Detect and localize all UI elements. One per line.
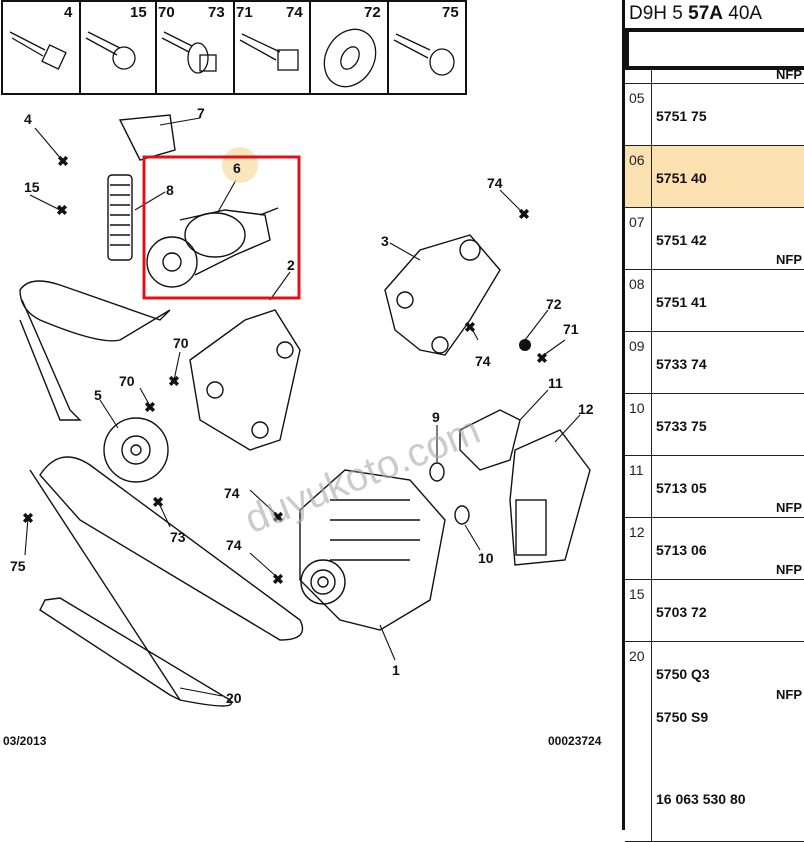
callout: 70 <box>173 335 189 351</box>
strip-label: 15 <box>130 4 147 21</box>
callout: 74 <box>475 353 491 369</box>
row-number: 07 <box>629 214 645 230</box>
parts-drawing <box>19 114 591 707</box>
row-number: 11 <box>629 462 644 478</box>
strip-label: 72 <box>364 4 381 21</box>
part-reference: 5751 40 <box>656 170 707 186</box>
svg-text:✖: ✖ <box>168 373 180 389</box>
part-row-05[interactable]: 05 5751 75 <box>625 84 804 146</box>
strip-label: 70 <box>158 4 175 21</box>
crosses: ✖ ✖ ✖ ✖ ✖ ✖ ✖ ✖ ✖ ✖ ✖ <box>22 153 548 587</box>
row-number: 12 <box>629 524 645 540</box>
parts-list-panel: D9H 5 57A 40A NFP 05 5751 75 06 5751 40 07 57… <box>622 0 804 842</box>
callouts: 4 7 6 8 15 2 3 74 72 71 74 11 12 70 70 5… <box>10 105 594 706</box>
title-part: D9H 5 <box>629 3 689 24</box>
parts-diagram: 4 15 70 73 71 74 72 75 ✖✖✖ ✖✖✖ ✖✖✖ ✖✖ du… <box>1 0 594 707</box>
part-row-15[interactable]: 15 5703 72 <box>625 580 804 642</box>
callout: 73 <box>170 529 186 545</box>
svg-text:✖: ✖ <box>57 153 69 169</box>
part-row-08[interactable]: 08 5751 41 <box>625 270 804 332</box>
svg-text:✖: ✖ <box>518 206 530 222</box>
callout: 9 <box>432 409 440 425</box>
nfp-label: NFP <box>776 500 802 515</box>
part-reference: 5713 06 <box>656 542 707 558</box>
row-number: 06 <box>629 152 645 168</box>
callout: 75 <box>10 558 26 574</box>
leader-lines <box>24 117 581 697</box>
part-reference: 5733 74 <box>656 356 707 372</box>
svg-text:✖: ✖ <box>152 494 164 510</box>
row-number: 20 <box>629 648 645 664</box>
nfp-label: NFP <box>776 687 802 702</box>
callout: 4 <box>24 111 32 127</box>
callout: 3 <box>381 233 389 249</box>
svg-text:✖: ✖ <box>272 571 284 587</box>
watermark: duyukoto.com <box>239 408 486 542</box>
row-number: 10 <box>629 400 645 416</box>
part-reference: 5751 42 <box>656 232 707 248</box>
svg-text:✖: ✖ <box>22 510 34 526</box>
row-number: 09 <box>629 338 645 354</box>
callout: 74 <box>487 175 503 191</box>
header-box <box>625 28 804 70</box>
callout: 1 <box>392 662 400 678</box>
part-reference: 5750 Q3 <box>656 666 710 682</box>
row-number: 15 <box>629 586 645 602</box>
callout: 12 <box>578 401 594 417</box>
callout: 2 <box>287 257 295 273</box>
title-part-bold: 57A <box>688 3 723 24</box>
part-row-10[interactable]: 10 5733 75 <box>625 394 804 456</box>
part-reference: 5751 75 <box>656 108 707 124</box>
part-reference: 5751 41 <box>656 294 707 310</box>
part-reference: 5733 75 <box>656 418 707 434</box>
footer-code: 00023724 <box>548 734 602 748</box>
part-row-20[interactable]: 20 5750 Q3 NFP 5750 S9 16 063 530 80 <box>625 642 804 842</box>
part-row-12[interactable]: 12 5713 06 NFP <box>625 518 804 580</box>
row-number: 05 <box>629 90 645 106</box>
callout: 71 <box>563 321 579 337</box>
strip-label: 75 <box>442 4 459 21</box>
callout: 6 <box>233 160 241 176</box>
strip-labels: 4 15 70 73 71 74 72 75 <box>64 4 459 21</box>
callout: 5 <box>94 387 102 403</box>
washer-dot <box>519 339 531 351</box>
fastener-strip <box>1 0 467 95</box>
svg-text:✖: ✖ <box>536 350 548 366</box>
strip-label: 71 <box>236 4 253 21</box>
part-row-07[interactable]: 07 5751 42 NFP <box>625 208 804 270</box>
svg-text:✖: ✖ <box>144 399 156 415</box>
svg-text:✖: ✖ <box>464 319 476 335</box>
callout: 74 <box>226 537 242 553</box>
highlight-box <box>142 155 301 300</box>
nfp-label: NFP <box>776 252 802 267</box>
row-number: 08 <box>629 276 645 292</box>
footer-date: 03/2013 <box>3 734 47 748</box>
part-reference: 5750 S9 <box>656 709 709 725</box>
part-reference: 5713 05 <box>656 480 707 496</box>
callout: 10 <box>478 550 494 566</box>
strip-label: 73 <box>208 4 225 21</box>
svg-text:✖: ✖ <box>56 202 68 218</box>
callout: 11 <box>548 375 563 391</box>
header-row: NFP <box>625 67 804 84</box>
part-row-09[interactable]: 09 5733 74 <box>625 332 804 394</box>
callout: 7 <box>197 105 205 121</box>
title-part: 40A <box>723 3 763 24</box>
strip-label: 74 <box>286 4 303 21</box>
callout: 72 <box>546 296 562 312</box>
strip-label: 4 <box>64 4 73 21</box>
callout: 70 <box>119 373 135 389</box>
callout: 20 <box>226 690 242 706</box>
part-row-11[interactable]: 11 5713 05 NFP <box>625 456 804 518</box>
nfp-label: NFP <box>776 67 802 82</box>
part-row-06[interactable]: 06 5751 40 <box>625 146 804 208</box>
part-reference: 5703 72 <box>656 604 707 620</box>
callout: 8 <box>166 182 174 198</box>
nfp-label: NFP <box>776 562 802 577</box>
engine-code-title: D9H 5 57A 40A <box>625 0 804 28</box>
part-reference: 16 063 530 80 <box>656 791 746 807</box>
callout: 74 <box>224 485 240 501</box>
svg-text:✖: ✖ <box>272 509 284 525</box>
callout: 15 <box>24 179 40 195</box>
